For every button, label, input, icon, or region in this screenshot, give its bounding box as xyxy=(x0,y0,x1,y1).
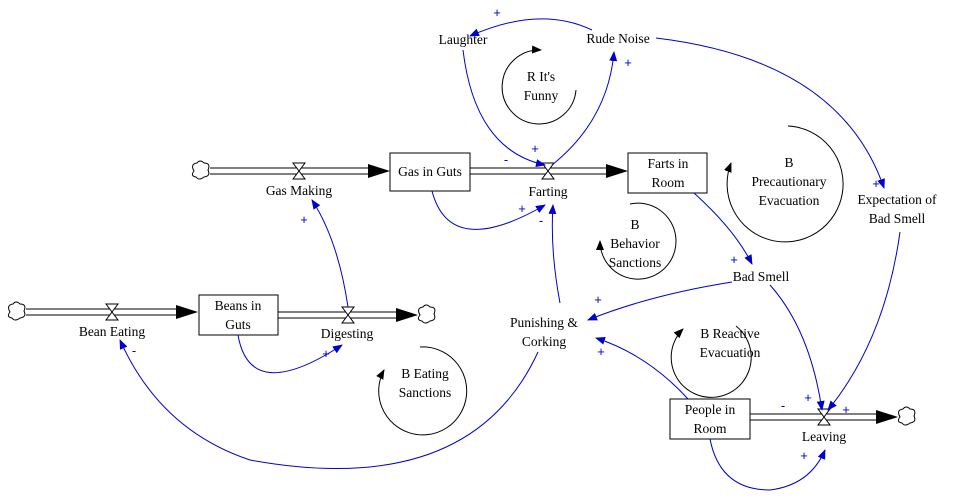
polarity-sign-people-in-room-to-punishing-corking: + xyxy=(597,344,605,359)
valve-icon xyxy=(817,408,831,426)
valve-icon xyxy=(341,306,355,324)
valve-icon xyxy=(105,303,119,321)
stock-box-gas-in-guts[interactable] xyxy=(389,152,471,192)
flow-pipe-farting xyxy=(470,164,628,178)
loop-symbol-b-eating-sanctions xyxy=(376,346,468,436)
link-farts-in-room-to-bad-smell xyxy=(693,192,753,265)
valve-icon xyxy=(541,162,555,180)
polarity-sign-people-in-room-to-leaving: + xyxy=(800,448,808,463)
flow-pipe-gas-making xyxy=(210,164,390,178)
polarity-sign-expectation-of-bad-smell-to-leaving: + xyxy=(842,402,850,417)
flow-label-gas-making: Gas Making xyxy=(266,183,333,198)
cloud-icon xyxy=(191,160,210,180)
polarity-sign-punishing-corking-to-bean-eating: - xyxy=(132,343,136,358)
flow-pipe-digesting xyxy=(278,308,418,322)
loop-symbol-b-behavior-sanctions xyxy=(595,202,677,280)
loop-symbol-b-reactive-evacuation xyxy=(670,325,752,398)
loop-symbol-r-its-funny xyxy=(501,45,577,125)
flow-label-digesting: Digesting xyxy=(321,326,374,341)
flow-pipe-bean-eating xyxy=(26,305,198,319)
cloud-icon xyxy=(417,304,436,324)
flow-label-bean-eating: Bean Eating xyxy=(79,324,146,339)
flow-label-leaving: Leaving xyxy=(802,429,846,444)
polarity-sign-bad-smell-to-punishing-corking: + xyxy=(594,292,602,307)
link-punishing-to-farting xyxy=(548,204,561,304)
link-beans-in-guts-to-digesting xyxy=(237,334,343,374)
stock-label-gas-in-guts: Gas in Guts xyxy=(398,164,462,179)
link-bad-smell-to-punishing xyxy=(587,281,733,321)
variable-label-bad-smell: Bad Smell xyxy=(733,269,790,284)
link-punishing-to-bean-eating xyxy=(119,339,539,470)
link-bad-smell-to-leaving xyxy=(769,284,825,411)
polarity-sign-bad-smell-to-leaving: + xyxy=(804,390,812,405)
polarity-sign-rude-noise-to-laughter: + xyxy=(493,5,501,20)
flow-label-farting: Farting xyxy=(529,184,568,199)
polarity-sign-leaving-to-leaving: - xyxy=(781,398,785,413)
link-people-to-punishing xyxy=(595,336,689,400)
link-rude-noise-to-laughter xyxy=(469,18,593,37)
polarity-sign-beans-in-guts-to-digesting: + xyxy=(322,346,330,361)
link-expectation-to-leaving xyxy=(827,231,901,411)
link-gas-in-guts-to-farting xyxy=(431,190,546,230)
polarity-sign-farts-in-room-to-bad-smell: + xyxy=(730,252,738,267)
loop-symbol-b-precautionary-evacuation xyxy=(724,125,844,243)
valve-icon xyxy=(292,162,306,180)
link-laughter-to-farting xyxy=(462,49,546,168)
variable-label-punishing-corking: Punishing &Corking xyxy=(510,315,578,349)
stock-box-people-in-room[interactable] xyxy=(669,398,751,440)
polarity-sign-gas-in-guts-to-farting: + xyxy=(518,201,526,216)
stock-box-beans-in-guts[interactable] xyxy=(198,294,279,336)
polarity-sign-punishing-corking-to-farting: - xyxy=(539,213,543,228)
polarity-sign-digesting-to-gas-making: + xyxy=(300,212,308,227)
variable-label-rude-noise: Rude Noise xyxy=(586,31,649,46)
stock-box-farts-in-room[interactable] xyxy=(627,152,708,194)
polarity-sign-farting-to-rude-noise: + xyxy=(624,55,632,70)
cloud-icon xyxy=(7,301,26,321)
cloud-icon xyxy=(897,406,916,426)
polarity-sign-rude-noise-to-expectation-of-bad-smell: + xyxy=(872,176,880,191)
link-digesting-to-gas-making xyxy=(311,199,349,308)
variable-label-laughter: Laughter xyxy=(439,32,488,47)
link-rude-noise-to-expectation xyxy=(655,37,885,189)
polarity-sign-farting-to-farting: - xyxy=(504,152,508,167)
link-farting-to-rude-noise xyxy=(551,51,618,166)
flow-pipe-leaving xyxy=(750,410,898,424)
polarity-sign-laughter-to-farting: + xyxy=(531,141,539,156)
link-people-to-leaving xyxy=(709,438,826,491)
